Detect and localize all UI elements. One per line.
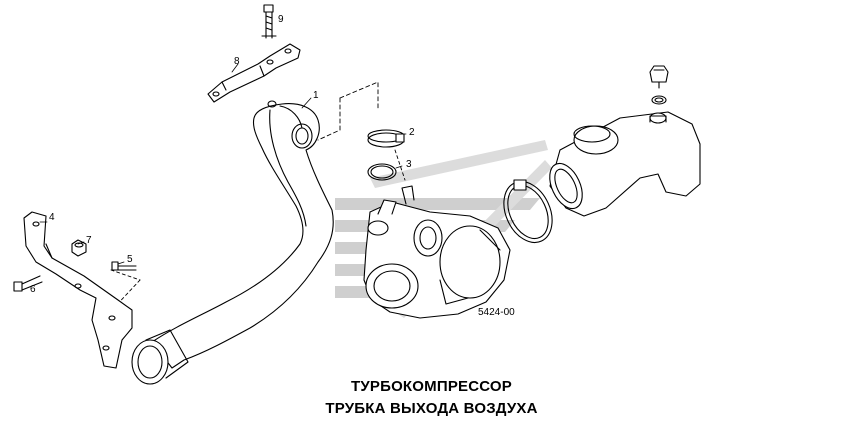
callout-9: 9 (278, 14, 284, 25)
diagram-code: 5424-00 (478, 307, 515, 318)
bracket-8-icon (207, 43, 301, 103)
callout-8: 8 (234, 56, 240, 67)
callout-leaders (39, 63, 407, 265)
o-ring-3-icon (367, 163, 397, 181)
air-outlet-pipe-1-icon (131, 100, 334, 385)
callout-6: 6 (30, 284, 36, 295)
plug-sensor-icon (649, 65, 669, 105)
clamp-2-icon (367, 129, 405, 148)
nut-7-icon (71, 239, 87, 257)
bolt-5-icon (111, 261, 137, 271)
caption-subtitle: ТРУБКА ВЫХОДА ВОЗДУХА (325, 400, 538, 417)
callout-1: 1 (313, 90, 319, 101)
callout-3: 3 (406, 159, 412, 170)
turbocharger-icon (363, 185, 511, 319)
hose-clamp-icon (503, 179, 553, 244)
callout-4: 4 (49, 212, 55, 223)
bracket-4-icon (23, 211, 133, 369)
bolt-6-icon (13, 275, 43, 292)
callout-7: 7 (86, 235, 92, 246)
callout-5: 5 (127, 254, 133, 265)
caption-title: ТУРБОКОМПРЕССОР (350, 378, 513, 395)
leader-lines (110, 81, 406, 311)
bolt-9-icon (261, 4, 277, 39)
callout-2: 2 (409, 127, 415, 138)
intake-elbow-icon (549, 111, 701, 217)
